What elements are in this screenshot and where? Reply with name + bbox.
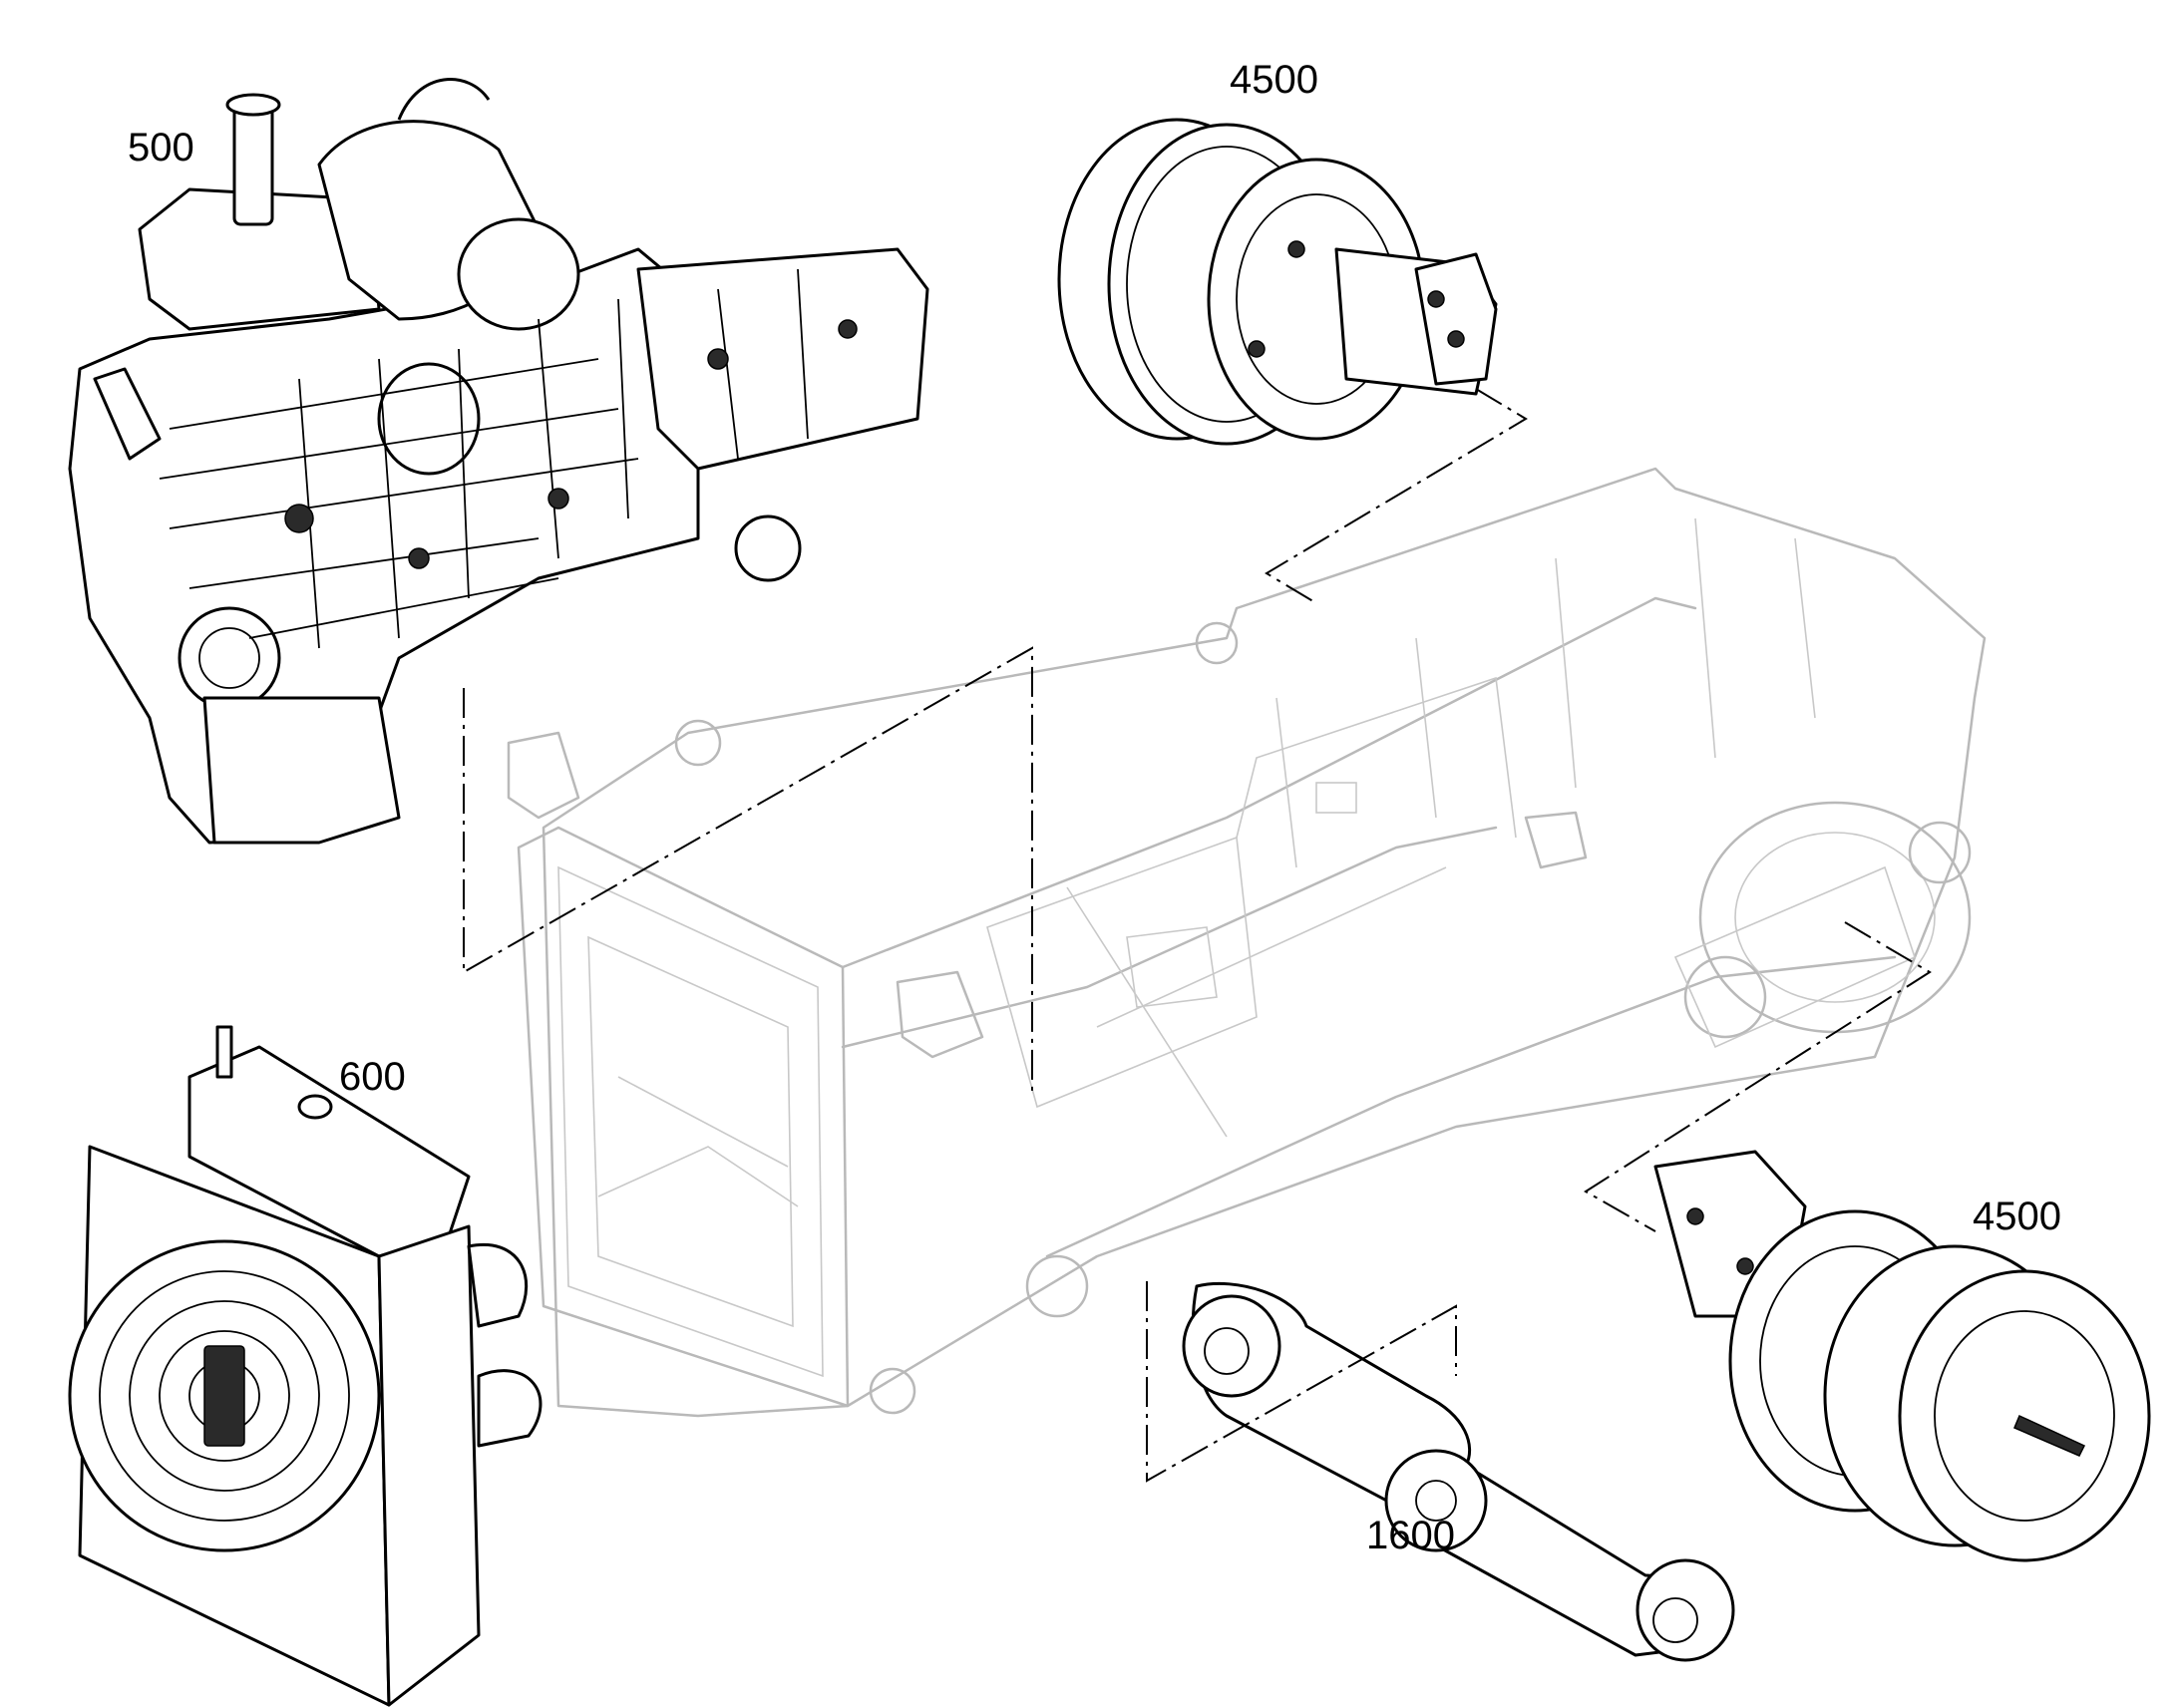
final-drive-top bbox=[1057, 118, 1498, 446]
leader-lines bbox=[463, 388, 1932, 1483]
cooler-assembly bbox=[68, 1025, 543, 1707]
final-drive-right bbox=[1653, 1150, 2151, 1562]
callout-drive-top: 4500 bbox=[1230, 58, 1318, 102]
callout-engine: 500 bbox=[128, 126, 194, 170]
callout-cooler: 600 bbox=[339, 1055, 406, 1099]
equalizer-link bbox=[1182, 1281, 1735, 1662]
engine-assembly bbox=[68, 78, 929, 845]
callout-link: 1600 bbox=[1366, 1514, 1455, 1557]
callout-drive-right: 4500 bbox=[1973, 1195, 2061, 1238]
main-frame bbox=[507, 467, 1987, 1418]
